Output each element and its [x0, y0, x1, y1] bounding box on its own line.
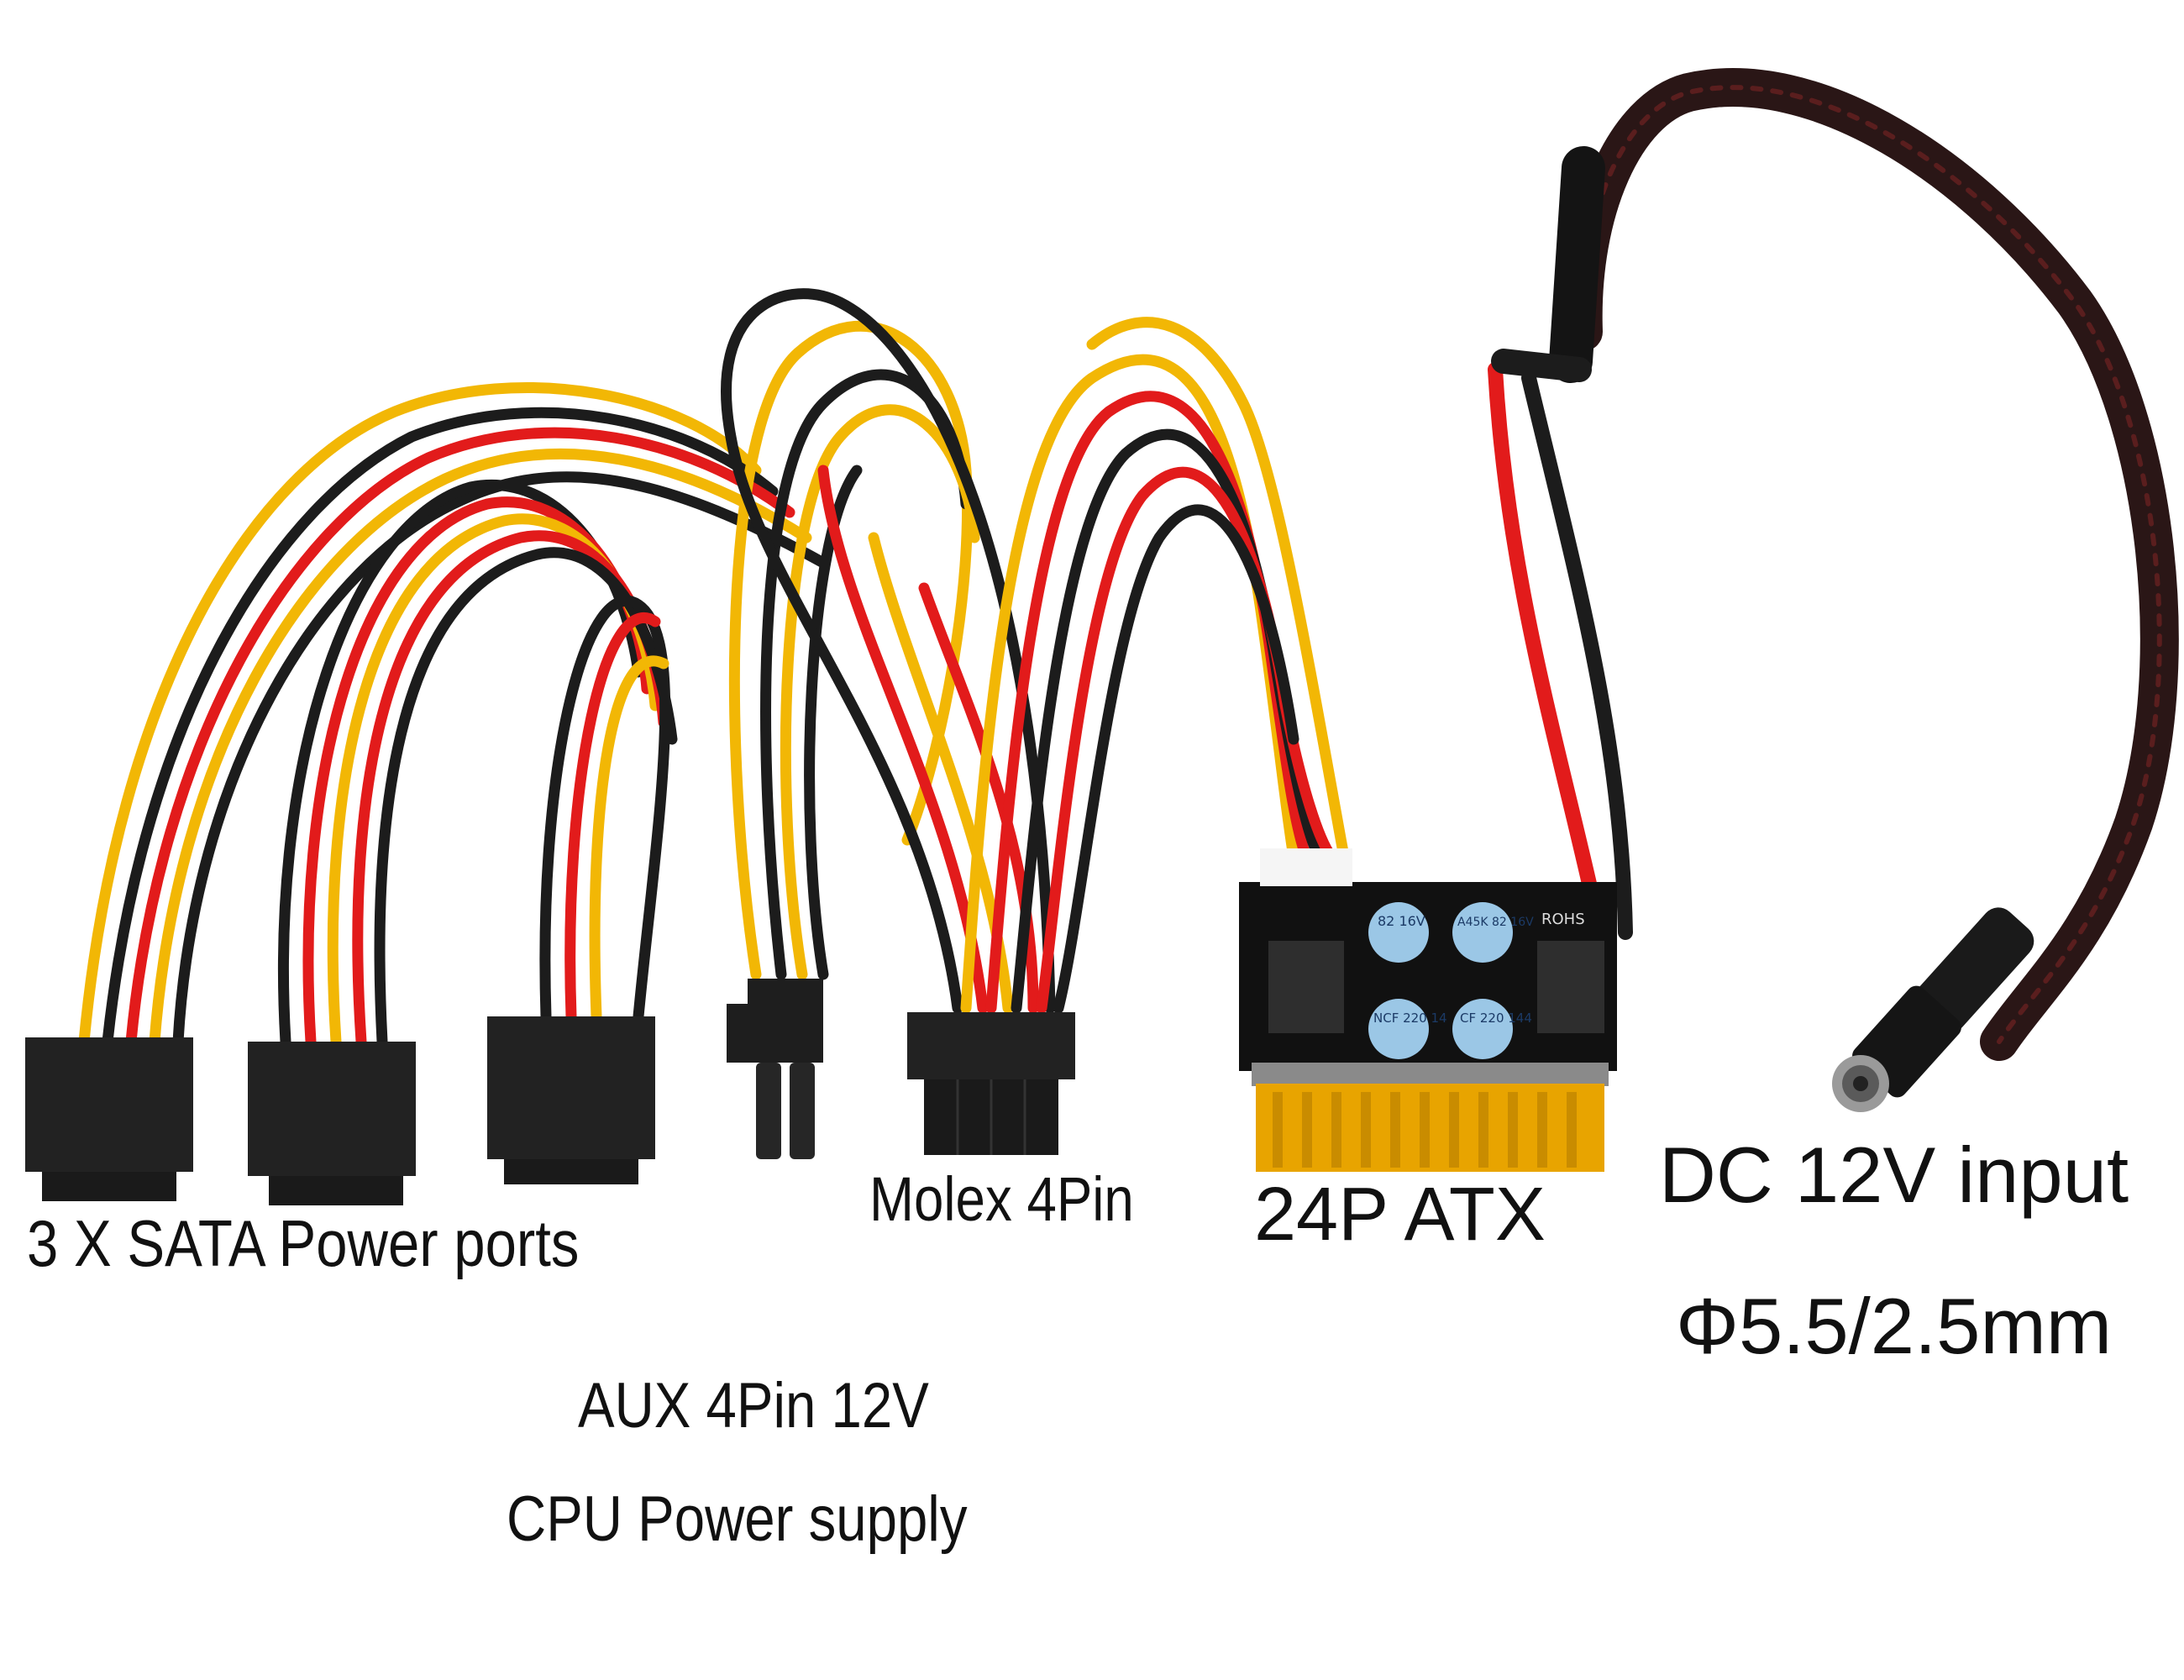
dc-input-label: DC 12V input [1659, 1131, 2129, 1219]
sata-connector-1 [25, 1037, 193, 1201]
capacitor-icon [1452, 999, 1513, 1059]
capacitor-icon [1452, 902, 1513, 963]
sata-label: 3 X SATA Power ports [27, 1206, 580, 1280]
sata-connector-3 [487, 1016, 655, 1184]
dc-jack [1832, 907, 2034, 1112]
molex-connector [907, 1012, 1075, 1155]
cap-3-mark: NCF 220 14 [1373, 1011, 1447, 1026]
dc-size-label: Φ5.5/2.5mm [1676, 1282, 2113, 1370]
molex-label: Molex 4Pin [869, 1164, 1134, 1234]
aux-4pin-connector [727, 979, 823, 1159]
atx-pcb-module: 82 16V A45K 82 16V NCF 220 14 CF 220 144… [1239, 848, 1617, 1172]
cap-4-mark: CF 220 144 [1460, 1011, 1532, 1026]
wire-harness [78, 288, 1350, 1047]
cpu-label: CPU Power supply [507, 1483, 968, 1555]
aux-label: AUX 4Pin 12V [578, 1370, 929, 1441]
dc-input-cable [1488, 68, 2179, 1061]
capacitor-icon [1368, 902, 1429, 963]
atx-label: 24P ATX [1254, 1173, 1546, 1257]
rohs-mark: ROHS [1541, 911, 1585, 928]
sata-connector-2 [248, 1042, 416, 1205]
capacitor-icon [1368, 999, 1429, 1059]
cap-1-mark: 82 16V [1378, 913, 1425, 929]
cap-2-mark: A45K 82 16V [1457, 916, 1534, 929]
